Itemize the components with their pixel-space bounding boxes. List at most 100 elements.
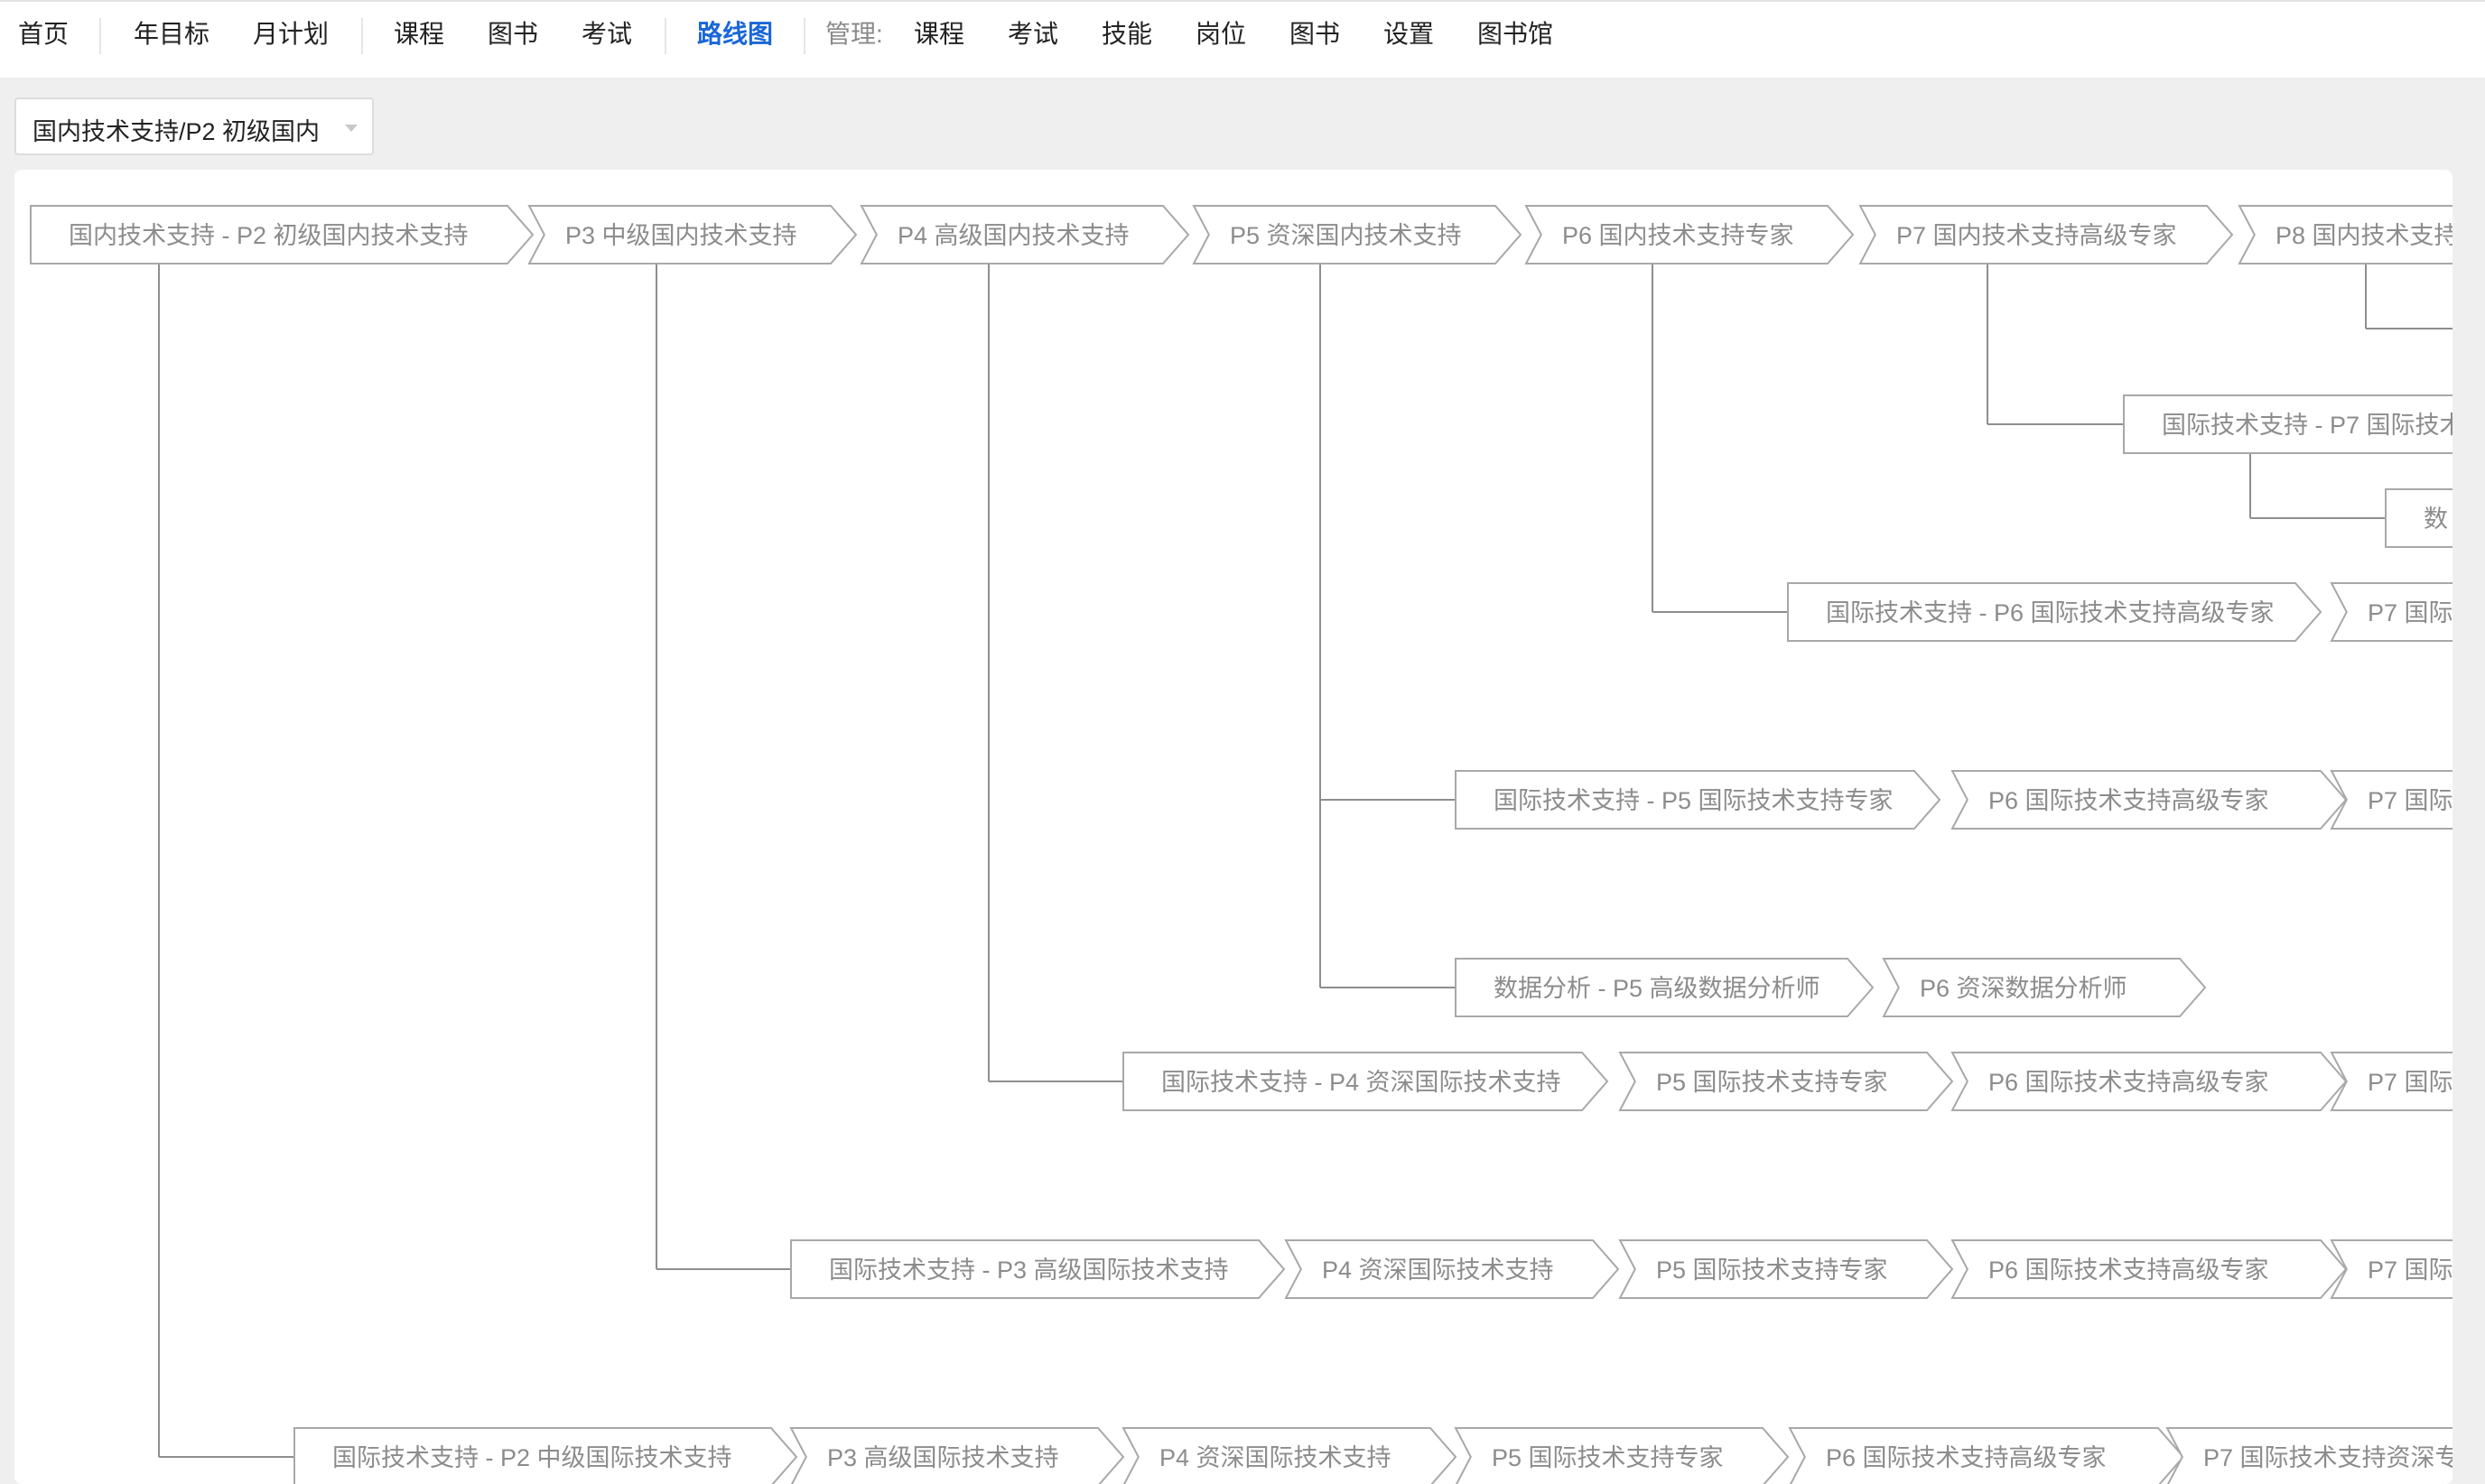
roadmap-step[interactable]: 国际技术支持 - P4 资深国际技术支持 <box>1122 1052 1609 1111</box>
roadmap-step[interactable]: P5 资深国内技术支持 <box>1192 205 1522 264</box>
roadmap-step[interactable]: P4 资深国际技术支持 <box>1284 1239 1620 1299</box>
roadmap-step-shape <box>1950 770 2348 830</box>
roadmap-step[interactable]: P7 国际 <box>2330 770 2452 830</box>
roadmap-step-label: 国际技术支持 - P6 国际技术支持高级专家 <box>1826 599 2275 626</box>
nav-divider <box>361 18 363 54</box>
roadmap-step-shape <box>789 1427 1125 1484</box>
roadmap-step-label: P5 资深国内技术支持 <box>1230 222 1462 249</box>
nav-monthly-plan[interactable]: 月计划 <box>253 20 330 48</box>
roadmap-step[interactable]: P4 资深国际技术支持 <box>1122 1427 1457 1484</box>
roadmap-step[interactable]: P7 国际技术支持资深专 <box>2165 1427 2452 1484</box>
roadmap-step[interactable]: P6 国际技术支持高级专家 <box>1950 770 2348 830</box>
roadmap-step-label: P7 国际 <box>2368 1257 2452 1284</box>
roadmap-step-label: 数 <box>2424 505 2448 533</box>
roadmap-step[interactable]: P3 高级国际技术支持 <box>789 1427 1125 1484</box>
roadmap-step-shape <box>1788 1427 2185 1484</box>
roadmap-step-shape <box>293 1427 798 1484</box>
roadmap-step-shape <box>860 205 1190 264</box>
nav-divider <box>99 18 101 54</box>
roadmap-step-label: 国际技术支持 - P5 国际技术支持专家 <box>1494 787 1894 814</box>
roadmap-step[interactable]: 国际技术支持 - P2 中级国际技术支持 <box>293 1427 798 1484</box>
nav-manage-library[interactable]: 图书馆 <box>1477 20 1554 48</box>
roadmap-step-shape <box>1454 1427 1790 1484</box>
roadmap-step-label: P7 国际 <box>2368 1069 2452 1096</box>
roadmap-step[interactable]: P5 国际技术支持专家 <box>1454 1427 1790 1484</box>
roadmap-step[interactable]: P5 国际技术支持专家 <box>1618 1052 1954 1111</box>
roadmap-step-label: P5 国际技术支持专家 <box>1492 1444 1724 1471</box>
roadmap-step-label: 国际技术支持 - P4 资深国际技术支持 <box>1161 1069 1561 1096</box>
nav-manage-courses[interactable]: 课程 <box>914 20 965 48</box>
roadmap-step-shape <box>1455 958 1875 1017</box>
nav-roadmap[interactable]: 路线图 <box>697 20 774 48</box>
nav-books[interactable]: 图书 <box>488 20 539 48</box>
roadmap-step[interactable]: 数 <box>2385 488 2452 548</box>
roadmap-step-label: P6 资深数据分析师 <box>1920 975 2127 1002</box>
roadmap-step-shape <box>790 1239 1286 1299</box>
nav-manage-positions[interactable]: 岗位 <box>1196 20 1247 48</box>
roadmap-step[interactable]: P4 高级国内技术支持 <box>860 205 1190 264</box>
roadmap-step-label: P5 国际技术支持专家 <box>1656 1257 1888 1284</box>
roadmap-step-label: P4 资深国际技术支持 <box>1159 1444 1391 1471</box>
roadmap-step-label: P4 高级国内技术支持 <box>898 222 1130 249</box>
roadmap-step-shape <box>1122 1427 1457 1484</box>
roadmap-step-shape <box>1524 205 1855 264</box>
roadmap-step[interactable]: P3 中级国内技术支持 <box>527 205 858 264</box>
roadmap-step-shape <box>2165 1427 2452 1484</box>
nav-manage-skills[interactable]: 技能 <box>1102 20 1153 48</box>
roadmap-step-label: P3 高级国际技术支持 <box>827 1444 1059 1471</box>
roadmap-step-label: P6 国际技术支持高级专家 <box>1988 1257 2269 1284</box>
roadmap-step[interactable]: P8 国内技术支持 <box>2238 205 2452 264</box>
roadmap-step-label: P5 国际技术支持专家 <box>1656 1069 1888 1096</box>
nav-manage-settings[interactable]: 设置 <box>1383 20 1435 48</box>
roadmap-step[interactable]: 国际技术支持 - P7 国际技术 <box>2123 394 2452 454</box>
roadmap-step-shape <box>2330 770 2452 830</box>
roadmap-step-shape <box>1950 1052 2348 1111</box>
nav-manage-exams[interactable]: 考试 <box>1008 20 1059 48</box>
roadmap-step[interactable]: P7 国际 <box>2330 1052 2452 1111</box>
roadmap-step-label: P4 资深国际技术支持 <box>1322 1257 1554 1284</box>
nav-exams[interactable]: 考试 <box>582 20 633 48</box>
roadmap-step[interactable]: 数据分析 - P5 高级数据分析师 <box>1455 958 1875 1017</box>
roadmap-step-label: 国际技术支持 - P2 中级国际技术支持 <box>332 1444 732 1471</box>
nav-divider <box>665 18 666 54</box>
nav-home[interactable]: 首页 <box>18 20 70 48</box>
roadmap-step[interactable]: P7 国内技术支持高级专家 <box>1858 205 2234 264</box>
roadmap-step-shape <box>1618 1239 1954 1299</box>
roadmap-step[interactable]: P7 国际 <box>2330 582 2452 642</box>
nav-divider <box>804 18 805 54</box>
roadmap-step[interactable]: 国际技术支持 - P3 高级国际技术支持 <box>790 1239 1286 1299</box>
roadmap-step-shape <box>2238 205 2452 264</box>
roadmap-step[interactable]: P7 国际 <box>2330 1239 2452 1299</box>
roadmap-step-shape <box>1122 1052 1609 1111</box>
roadmap-step-label: 国际技术支持 - P3 高级国际技术支持 <box>829 1257 1229 1284</box>
roadmap-step[interactable]: P6 资深数据分析师 <box>1882 958 2207 1017</box>
roadmap-step-shape <box>2385 488 2452 548</box>
roadmap-step-label: P7 国际技术支持资深专 <box>2203 1444 2452 1471</box>
roadmap-step[interactable]: P5 国际技术支持专家 <box>1618 1239 1954 1299</box>
roadmap-step-label: P8 国内技术支持 <box>2276 222 2452 249</box>
position-select[interactable]: 国内技术支持/P2 初级国内 <box>14 97 374 155</box>
roadmap-step-label: P6 国内技术支持专家 <box>1562 222 1794 249</box>
roadmap-step[interactable]: 国内技术支持 - P2 初级国内技术支持 <box>30 205 535 264</box>
roadmap-step-shape <box>1787 582 2322 642</box>
roadmap-step-shape <box>1455 770 1941 830</box>
roadmap-step-shape <box>1882 958 2207 1017</box>
roadmap-step-shape <box>1618 1052 1954 1111</box>
roadmap-step-label: P7 国际 <box>2368 599 2452 626</box>
roadmap-step[interactable]: P6 国际技术支持高级专家 <box>1788 1427 2185 1484</box>
roadmap-step-shape <box>2330 1052 2452 1111</box>
roadmap-step[interactable]: 国际技术支持 - P6 国际技术支持高级专家 <box>1787 582 2322 642</box>
roadmap-step[interactable]: P6 国内技术支持专家 <box>1524 205 1855 264</box>
roadmap-step-label: P7 国内技术支持高级专家 <box>1896 222 2177 249</box>
roadmap-step[interactable]: P6 国际技术支持高级专家 <box>1950 1052 2348 1111</box>
nav-manage-books[interactable]: 图书 <box>1289 20 1341 48</box>
top-navigation: 首页 年目标 月计划 课程 图书 考试 路线图 管理: 课程 考试 技能 岗位 … <box>0 0 2485 78</box>
nav-courses[interactable]: 课程 <box>394 20 445 48</box>
roadmap-step[interactable]: P6 国际技术支持高级专家 <box>1950 1239 2348 1299</box>
roadmap-step-shape <box>1192 205 1522 264</box>
roadmap-step[interactable]: 国际技术支持 - P5 国际技术支持专家 <box>1455 770 1941 830</box>
nav-yearly-goals[interactable]: 年目标 <box>134 20 210 48</box>
roadmap-step-label: P6 国际技术支持高级专家 <box>1826 1444 2107 1471</box>
